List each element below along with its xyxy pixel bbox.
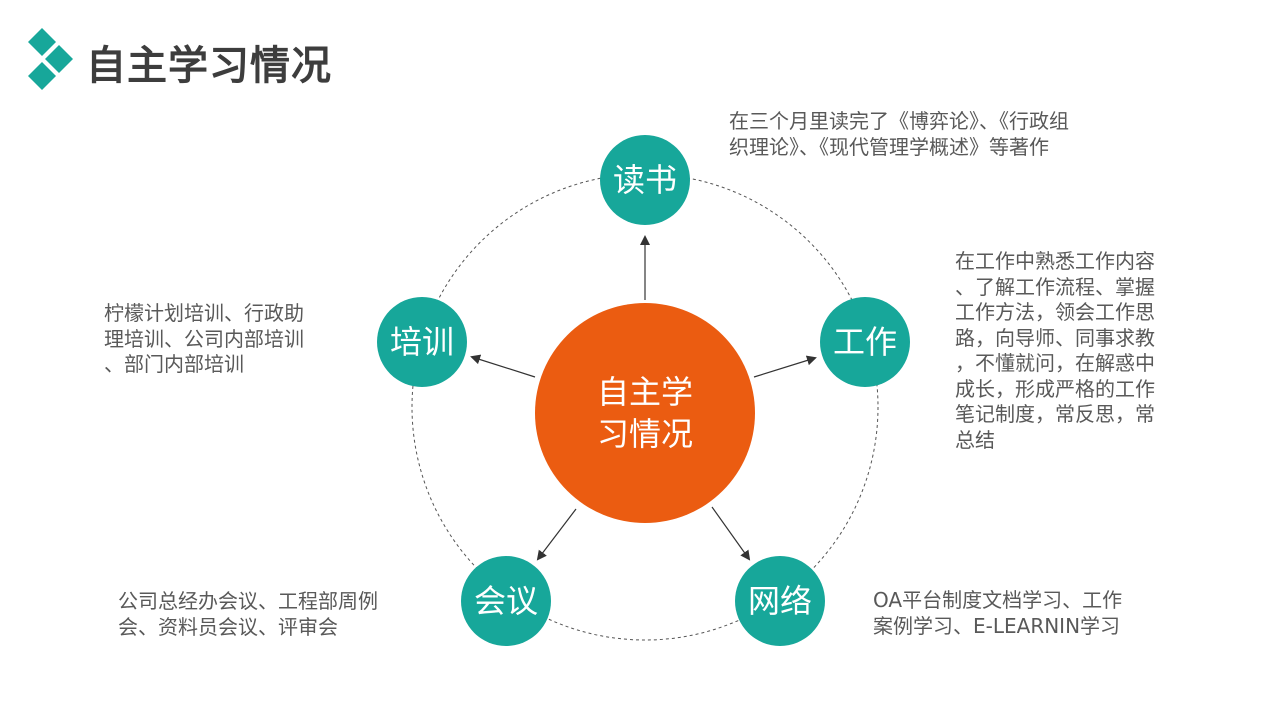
arrow-to-work [753,355,817,378]
center-label: 自主学 习情况 [575,370,715,456]
arrow-to-network [711,506,751,561]
center-circle [535,303,755,523]
node-circle-meeting [461,556,551,646]
title-logo-icon [28,28,73,90]
node-circle-network [735,556,825,646]
orbit-ring [411,173,879,641]
center-label-line-2: 习情况 [596,415,693,453]
node-circle-reading [600,135,690,225]
node-label-network: 网络 [747,582,812,620]
desc-network: OA平台制度文档学习、工作 案例学习、E-LEARNIN学习 [873,588,1123,638]
node-circle-training [377,297,467,387]
arrow-to-training [470,354,536,378]
desc-meeting: 公司总经办会议、工程部周例 会、资料员会议、评审会 [118,589,378,639]
page-title: 自主学习情况 [86,43,332,89]
node-label-work: 工作 [832,323,897,361]
node-circle-work [820,297,910,387]
node-label-meeting: 会议 [473,582,538,620]
desc-work: 在工作中熟悉工作内容 、了解工作流程、掌握 工作方法，领会工作思 路，向导师、同… [955,249,1155,452]
node-label-training: 培训 [389,323,454,361]
desc-training: 柠檬计划培训、行政助 理培训、公司内部培训 、部门内部培训 [104,301,304,376]
arrow-to-meeting [536,508,577,561]
desc-reading: 在三个月里读完了《博弈论》、《行政组 织理论》、《现代管理学概述》等著作 [729,109,1069,159]
node-label-reading: 读书 [612,161,677,199]
center-label-line-1: 自主学 [596,373,693,411]
